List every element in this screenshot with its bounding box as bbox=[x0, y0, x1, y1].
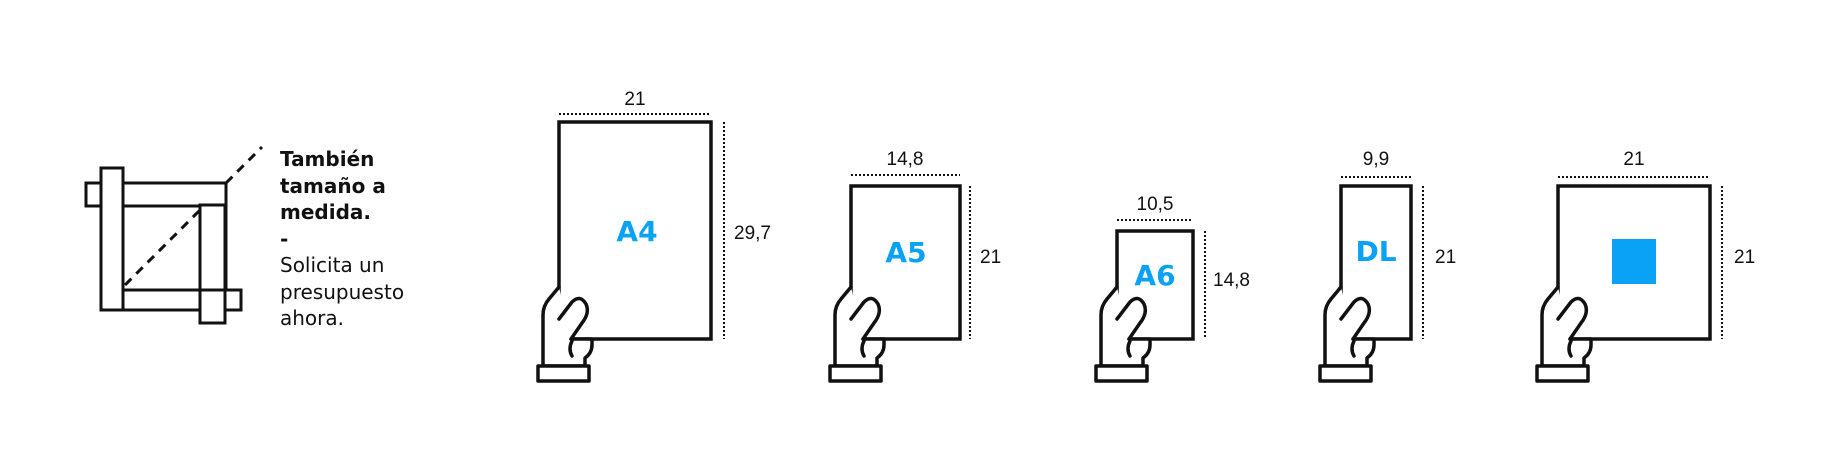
height-label: 21 bbox=[1435, 247, 1456, 268]
height-label: 14,8 bbox=[1213, 270, 1250, 291]
height-label: 21 bbox=[1734, 247, 1755, 268]
format-a5: 14,8 21 A5 bbox=[828, 149, 1001, 383]
crop-icon bbox=[84, 145, 264, 325]
format-a4: 21 29,7 A4 bbox=[536, 89, 771, 383]
custom-size-promo: También tamaño a medida. - Solicita un p… bbox=[280, 146, 404, 332]
square-format-icon bbox=[1612, 239, 1656, 284]
promo-body-line: Solicita un bbox=[280, 253, 385, 277]
format-name: A4 bbox=[616, 215, 657, 248]
height-label: 29,7 bbox=[734, 223, 771, 244]
promo-body-line: presupuesto bbox=[280, 279, 405, 304]
width-label: 21 bbox=[624, 89, 645, 110]
format-a6: 10,5 14,8 A6 bbox=[1094, 194, 1250, 383]
width-label: 10,5 bbox=[1137, 194, 1174, 215]
paper-sheet bbox=[849, 184, 962, 341]
format-name: A5 bbox=[885, 236, 926, 269]
promo-title-line: También bbox=[280, 147, 375, 171]
promo-body-line: ahora. bbox=[280, 306, 345, 330]
promo-title-line: tamaño a bbox=[280, 173, 386, 198]
width-label: 14,8 bbox=[887, 149, 924, 170]
promo-separator: - bbox=[280, 226, 289, 251]
format-name: A6 bbox=[1134, 259, 1175, 292]
promo-title-line: medida. bbox=[280, 200, 371, 224]
format-name: DL bbox=[1355, 235, 1396, 268]
width-label: 9,9 bbox=[1363, 149, 1389, 170]
height-label: 21 bbox=[980, 247, 1001, 268]
format-square: 21 21 bbox=[1535, 149, 1755, 383]
format-dl: 9,9 21 DL bbox=[1318, 149, 1456, 383]
width-label: 21 bbox=[1623, 149, 1644, 170]
